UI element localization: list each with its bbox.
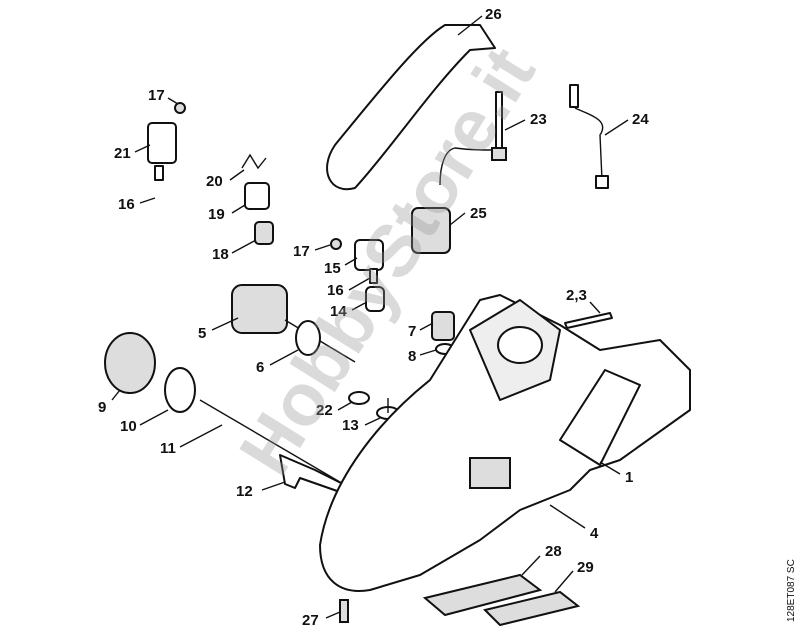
label-17: 17 [148,87,165,104]
part-24-fuel-pickup [569,84,609,189]
label-23: 23 [530,111,547,128]
label-2-3: 2,3 [566,287,587,304]
label-14: 14 [330,303,347,320]
part-22 [348,391,370,405]
part-1-housing [319,294,691,592]
label-22: 22 [316,402,333,419]
label-16: 16 [118,196,135,213]
label-18: 18 [212,246,229,263]
label-17b: 17 [293,243,310,260]
part-5-oil-pump [231,284,288,334]
drawing-code: 128ET087 SC [786,559,797,622]
part-16a [154,165,164,181]
label-11: 11 [160,440,176,457]
part-14 [365,286,385,312]
part-16b [369,268,378,284]
label-21: 21 [114,145,131,162]
part-28-plate [422,573,543,617]
label-5: 5 [198,325,206,342]
part-23-fuel-hose [439,91,507,186]
label-15: 15 [324,260,341,277]
label-8: 8 [408,348,416,365]
part-18 [254,221,274,245]
part-25-fuel-filter [411,207,451,254]
part-2-3-screw [564,312,613,329]
part-11-rod [199,399,346,486]
part-21 [147,122,177,164]
label-13: 13 [342,417,359,434]
part-7 [431,311,455,341]
leader-lines [111,15,629,619]
part-19 [244,182,270,210]
label-10: 10 [120,418,137,435]
label-25: 25 [470,205,487,222]
label-9: 9 [98,399,106,416]
label-12: 12 [236,483,253,500]
part-10-ring [164,367,196,413]
label-27: 27 [302,612,319,629]
part-6-o-ring [295,320,321,356]
label-7: 7 [408,323,416,340]
label-19: 19 [208,206,225,223]
part-20-spring [241,153,267,170]
part-27-screw [339,599,349,623]
part-17b-screw [330,238,342,250]
label-4: 4 [590,525,599,542]
label-16b: 16 [327,282,344,299]
label-1: 1 [625,469,633,486]
label-28: 28 [545,543,562,560]
label-29: 29 [577,559,594,576]
part-26-handle [326,24,496,191]
label-24: 24 [632,111,649,128]
label-20: 20 [206,173,223,190]
part-29-plate [483,590,581,627]
part-9-worm [104,332,156,394]
label-6: 6 [256,359,264,376]
part-17a-screw [174,102,186,114]
label-26: 26 [485,6,502,23]
part-12-lever [279,454,346,493]
